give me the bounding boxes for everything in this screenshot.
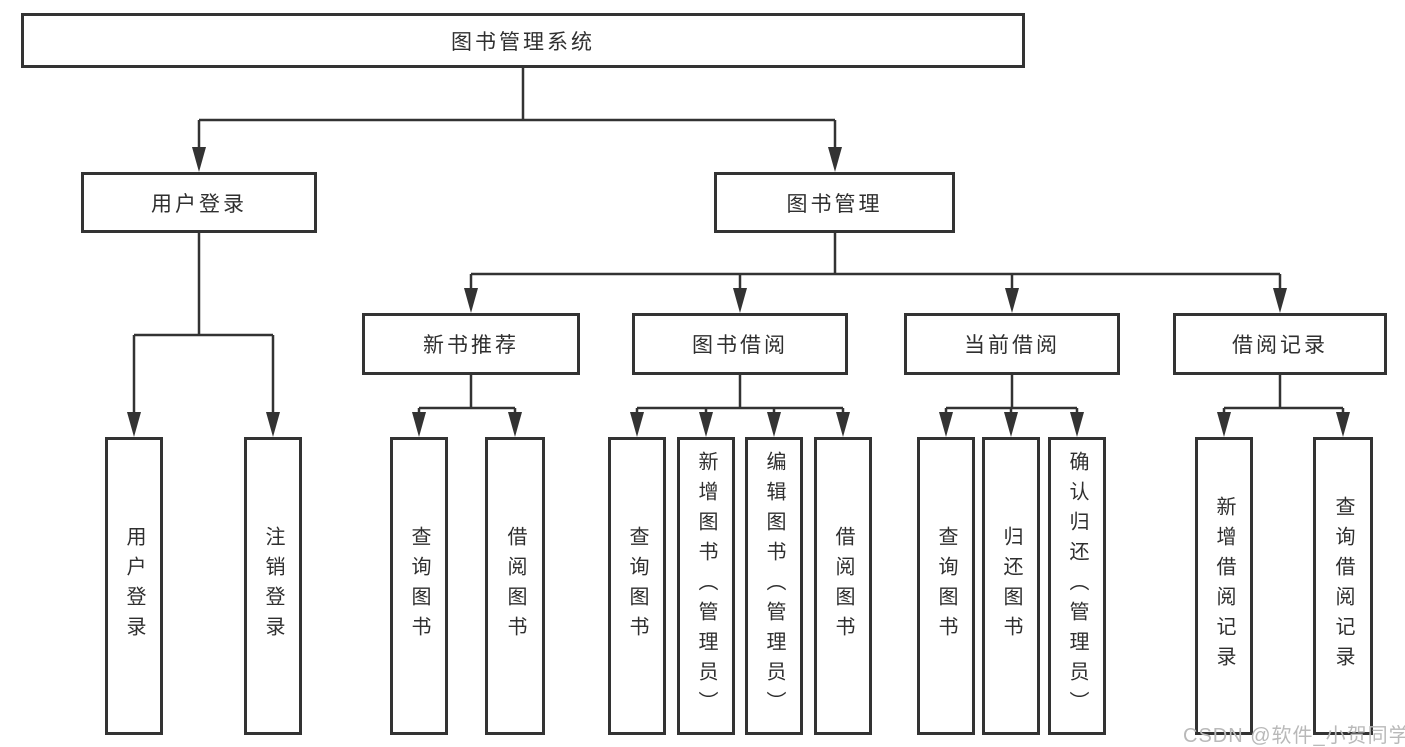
leaf-borrow-books: 借阅图书 [814, 437, 872, 735]
arrowheads [127, 147, 1350, 437]
node-user-login: 用户登录 [81, 172, 317, 233]
leaf-query-books-recommend: 查询图书 [390, 437, 448, 735]
node-borrow-records: 借阅记录 [1173, 313, 1387, 375]
leaf-edit-book-admin: 编辑图书（管理员） [745, 437, 803, 735]
leaf-add-book-admin: 新增图书（管理员） [677, 437, 735, 735]
leaf-logout: 注销登录 [244, 437, 302, 735]
leaf-user-login: 用户登录 [105, 437, 163, 735]
watermark: CSDN @软件_小贺同学 [1183, 725, 1405, 747]
leaf-confirm-return-admin: 确认归还（管理员） [1048, 437, 1106, 735]
node-new-book-recommend: 新书推荐 [362, 313, 580, 375]
node-current-borrow: 当前借阅 [904, 313, 1120, 375]
leaf-query-books-current: 查询图书 [917, 437, 975, 735]
leaf-query-borrow-record: 查询借阅记录 [1313, 437, 1373, 735]
node-book-management: 图书管理 [714, 172, 955, 233]
node-book-borrow: 图书借阅 [632, 313, 848, 375]
leaf-query-books-borrow: 查询图书 [608, 437, 666, 735]
leaf-add-borrow-record: 新增借阅记录 [1195, 437, 1253, 735]
leaf-borrow-books-recommend: 借阅图书 [485, 437, 545, 735]
leaf-return-books: 归还图书 [982, 437, 1040, 735]
node-system-root: 图书管理系统 [21, 13, 1025, 68]
